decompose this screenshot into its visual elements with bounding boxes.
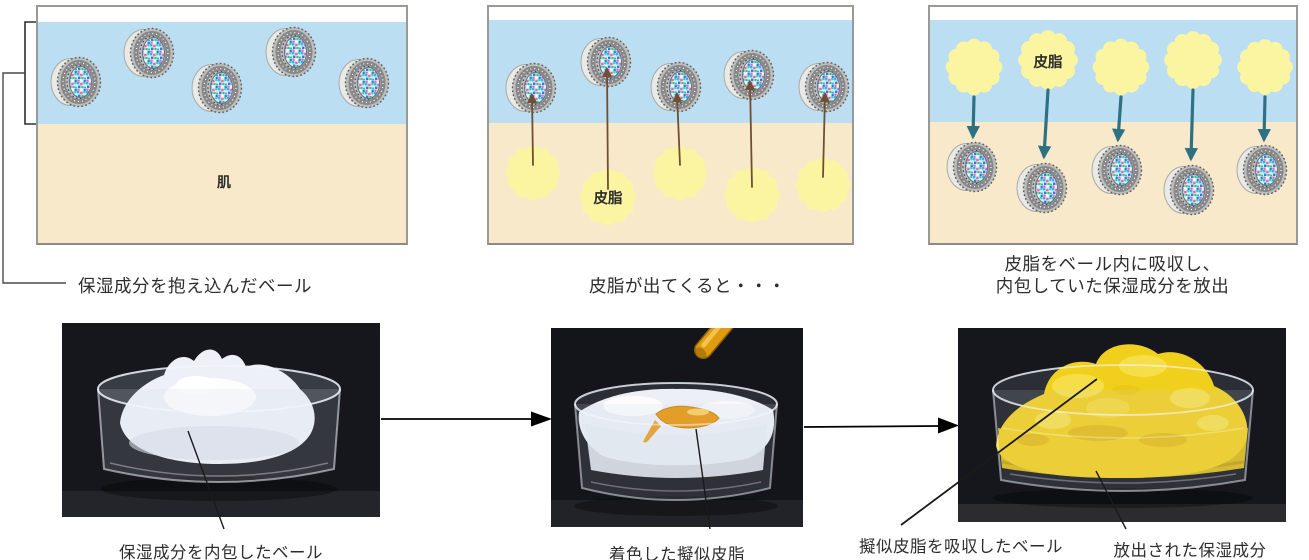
panel-3-sebum-absorbed: 皮脂 (928, 5, 1298, 245)
photo-veil-cream (62, 323, 380, 517)
sebum-rise-arrow-icon (602, 67, 613, 190)
veil-capsule-icon (799, 63, 849, 112)
petri-dish-wall (574, 403, 778, 501)
cream-highlight (176, 376, 216, 394)
veil-capsule-icon (124, 29, 174, 78)
panel-3-illustration (930, 7, 1296, 243)
sebum-label: 皮脂 (593, 191, 623, 207)
sebum-rise-arrow-icon (527, 93, 538, 166)
absorb-arrow-icon (1184, 88, 1199, 162)
photo-veil-cream-image (62, 323, 380, 517)
veil-capsule-icon (266, 28, 316, 77)
skin-label: 肌 (217, 174, 231, 190)
photo-2-caption: 着色した擬似皮脂 (609, 546, 745, 560)
sebum-drip (643, 420, 661, 443)
absorb-arrow-icon (1112, 95, 1126, 143)
absorb-arrow-icons (966, 88, 1271, 162)
veil-capsule-icon (339, 59, 389, 108)
veil-capsule-icon (1164, 166, 1214, 215)
photo-1-caption: 保湿成分を内包したベール (119, 544, 323, 560)
veil-capsule-icon (51, 58, 101, 107)
veil-capsule-icon (724, 51, 774, 100)
dropper-icon (694, 328, 757, 360)
photo-absorbed-sebum-image (958, 328, 1286, 522)
skin-layer (38, 124, 406, 243)
panel-1-veil-in-formula: 肌 (36, 5, 408, 245)
photo-3-caption-veil: 擬似皮脂を吸収したベール (859, 538, 1063, 556)
cream-highlight (603, 396, 663, 416)
flow-arrow-1-icon (381, 411, 552, 427)
veil-capsule-icon (581, 38, 631, 87)
absorb-arrow-icon (1257, 95, 1271, 143)
panel-2-illustration (489, 7, 852, 243)
panel-3-caption-line2: 内包していた保湿成分を放出 (995, 275, 1230, 296)
sebum-rise-arrow-icon (819, 92, 830, 178)
panel-2-caption: 皮脂が出てくると・・・ (588, 276, 787, 296)
sebum-rise-arrow-icon (672, 92, 683, 166)
photo-sebum-dropped-image (551, 328, 803, 527)
dish-bottom-edge (590, 481, 762, 492)
petri-dish-wall (992, 389, 1254, 492)
photo-absorbed-sebum-cream (958, 328, 1286, 522)
panel-3-caption-line1: 皮脂をベール内に吸収し、 (1004, 254, 1221, 274)
absorb-arrow-icon (966, 95, 980, 140)
sebum-puddle-highlight (687, 408, 709, 416)
photo-3-caption-released: 放出された保湿成分 (1113, 542, 1267, 560)
absorb-arrow-icon (1037, 88, 1052, 160)
petri-dish-rim-front (574, 382, 778, 426)
photo-sebum-dropped (551, 328, 803, 527)
veil-capsule-icon (506, 64, 556, 113)
veil-capsule-icon (1092, 146, 1142, 195)
panel-2-sebum-appears: 皮脂 (487, 5, 854, 245)
veil-capsule-icon (947, 143, 997, 192)
sebum-rise-arrow-icons (527, 67, 830, 190)
veil-capsule-icon (1017, 164, 1067, 213)
photo-floor (551, 500, 803, 527)
veil-capsule-icon (651, 63, 701, 112)
veil-capsule-icon (1237, 146, 1287, 195)
dish-shadow (574, 496, 778, 516)
veil-layer-bracket (24, 21, 36, 125)
veil-capsule-icon (192, 64, 242, 113)
flow-arrow-2-icon (803, 417, 959, 434)
panel-3-caption: 皮脂をベール内に吸収し、 内包していた保湿成分を放出 (920, 254, 1305, 297)
petri-dish-rim-front (97, 365, 341, 413)
sebum-rise-arrow-icon (745, 80, 756, 188)
panel-1-illustration (38, 7, 406, 243)
cream-body (585, 424, 767, 478)
panel-1-caption: 保湿成分を抱え込んだベール (78, 276, 312, 296)
sebum-label: 皮脂 (1033, 55, 1063, 71)
